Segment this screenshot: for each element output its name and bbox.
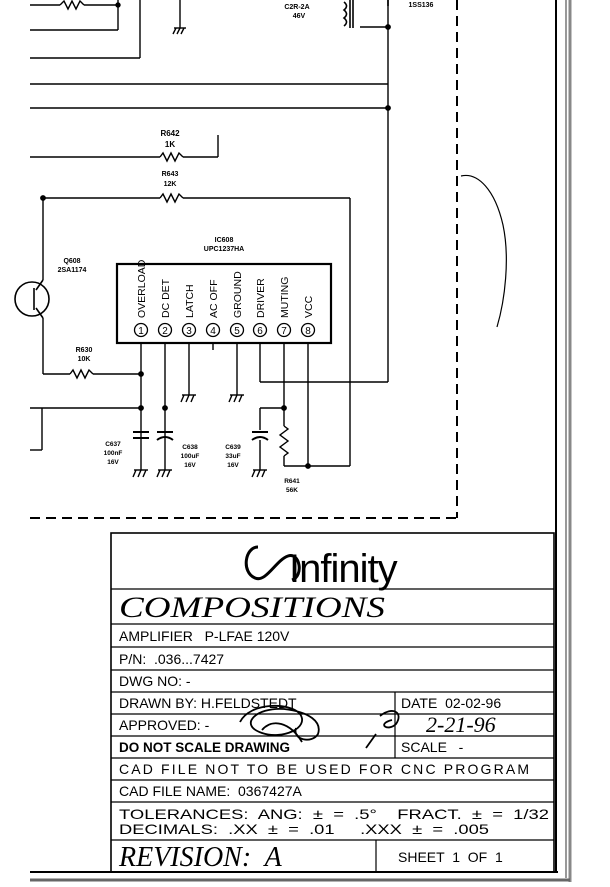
c639-value: 33uF — [225, 453, 240, 460]
wires — [30, 0, 391, 470]
drawn-by: DRAWN BY: H.FELDSTEDT — [119, 695, 297, 711]
scale: SCALE - — [401, 739, 464, 755]
ic-body — [115, 262, 333, 345]
part-number: P/N: .036...7427 — [119, 651, 224, 667]
r641-ref: R641 — [284, 478, 300, 485]
ic-pin-4-label: AC OFF — [208, 280, 220, 319]
project-name: COMPOSITIONS — [119, 591, 385, 624]
infinity-logo-icon — [244, 545, 301, 582]
ic-ref: IC608 — [215, 237, 234, 244]
ic-pins: OVERLOAD DC DET LATCH AC OFF GROUND DRIV… — [133, 259, 316, 338]
r630-ref: R630 — [76, 347, 93, 354]
ic-pin-2-num: 2 — [162, 326, 168, 337]
r641-value: 56K — [286, 487, 298, 494]
ic-pin-3-num: 3 — [186, 326, 192, 337]
cad-note: CAD FILE NOT TO BE USED FOR CNC PROGRAM — [119, 761, 529, 777]
c638-value: 100uF — [181, 453, 200, 460]
top-diode-label: 1SS136 — [409, 2, 434, 9]
tolerances-line-1: TOLERANCES: ANG: ± = .5° FRACT. ± = 1/32 — [119, 806, 549, 822]
ic-pin-3-label: LATCH — [184, 284, 196, 318]
c637-voltage: 16V — [107, 459, 119, 466]
q608-part: 2SA1174 — [58, 267, 87, 274]
ic-pin-4-num: 4 — [210, 326, 216, 337]
title-block: Infinity COMPOSITIONS AMPLIFIER P-LFAE 1… — [110, 532, 555, 873]
c638-ref: C638 — [182, 444, 198, 451]
tolerances-line-2: DECIMALS: .XX ± = .01 .XXX ± = .005 — [119, 821, 489, 837]
top-cap-voltage: 46V — [293, 13, 306, 20]
ic-pin-1-num: 1 — [138, 326, 144, 337]
ic-pin-1-label: OVERLOAD — [136, 259, 148, 318]
top-cap-name: C2R-2A — [284, 4, 309, 11]
c637-value: 100nF — [104, 450, 123, 457]
ic-pin-7-label: MUTING — [279, 277, 291, 318]
r642-ref: R642 — [160, 129, 180, 138]
r643-value: 12K — [164, 181, 177, 188]
approved: APPROVED: - — [119, 717, 210, 733]
c637-ref: C637 — [105, 441, 121, 448]
r642-value: 1K — [165, 140, 175, 149]
do-not-scale-note: DO NOT SCALE DRAWING — [119, 740, 290, 755]
cad-file-name: CAD FILE NAME: 0367427A — [119, 783, 303, 799]
sheet-number: SHEET 1 OF 1 — [398, 849, 503, 865]
ic-pin-7-num: 7 — [281, 326, 287, 337]
ic-pin-5-label: GROUND — [232, 271, 244, 318]
ic-pin-8-num: 8 — [305, 326, 311, 337]
ic-pin-6-num: 6 — [257, 326, 263, 337]
ic-pin-5-num: 5 — [234, 326, 240, 337]
logo-text: Infinity — [289, 547, 398, 591]
q608-ref: Q608 — [63, 258, 80, 265]
dashed-enclosure — [30, 0, 458, 519]
drawing-number: DWG NO: - — [119, 673, 191, 689]
c638-voltage: 16V — [184, 462, 196, 469]
ic-pin-6-label: DRIVER — [255, 278, 267, 318]
handwritten-bracket-mark — [460, 174, 507, 328]
r643-ref: R643 — [162, 171, 179, 178]
ground-symbols — [132, 394, 267, 478]
c639-voltage: 16V — [227, 462, 239, 469]
transistor-q608 — [14, 279, 50, 319]
ic-part: UPC1237HA — [204, 246, 244, 253]
approved-date: 2-21-96 — [426, 712, 496, 737]
ic-pin-8-label: VCC — [303, 295, 315, 318]
drawing-date: DATE 02-02-96 — [401, 695, 501, 711]
r630-value: 10K — [78, 356, 91, 363]
c639-ref: C639 — [225, 444, 241, 451]
top-transformer — [342, 0, 389, 28]
approval-signature-mark — [239, 704, 400, 749]
revision: REVISION: A — [118, 842, 283, 873]
capacitors — [133, 431, 269, 441]
ic-pin-2-label: DC DET — [160, 278, 172, 318]
description: AMPLIFIER P-LFAE 120V — [119, 628, 290, 644]
